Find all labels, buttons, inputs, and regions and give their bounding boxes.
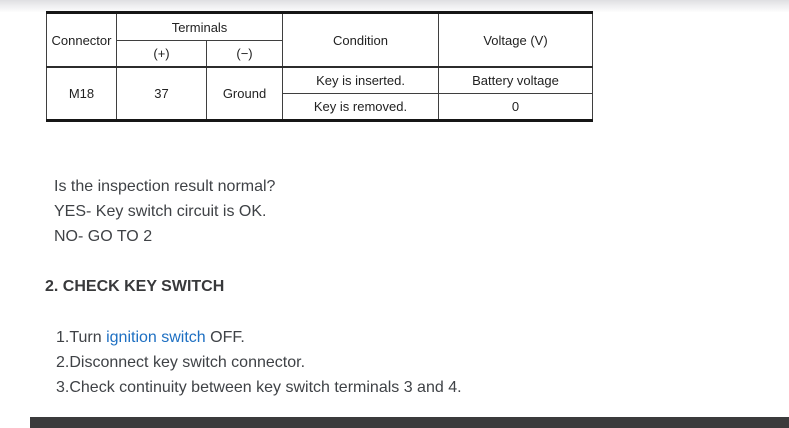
- header-terminal-plus: (+): [116, 40, 207, 68]
- bottom-dark-bar: [30, 417, 789, 428]
- step-1-number: 1.: [56, 329, 70, 346]
- header-terminals: Terminals: [116, 12, 283, 41]
- procedure-steps: 1.Turn ignition switch OFF. 2.Disconnect…: [56, 325, 462, 400]
- ignition-switch-link[interactable]: ignition switch: [106, 329, 206, 346]
- header-voltage: Voltage (V): [438, 12, 593, 68]
- step-3-text: Check continuity between key switch term…: [69, 379, 462, 396]
- header-connector: Connector: [46, 12, 117, 68]
- top-shadow-band: [0, 0, 789, 12]
- step-2: 2.Disconnect key switch connector.: [56, 350, 462, 375]
- cell-terminal-minus: Ground: [206, 66, 283, 121]
- cell-voltage-1: Battery voltage: [438, 66, 593, 94]
- result-no: NO- GO TO 2: [54, 228, 153, 245]
- step-1-text-post: OFF.: [205, 329, 245, 346]
- step-1: 1.Turn ignition switch OFF.: [56, 325, 462, 350]
- header-terminal-minus: (−): [206, 40, 283, 68]
- cell-voltage-2: 0: [438, 93, 593, 121]
- cell-connector: M18: [46, 66, 117, 121]
- result-question: Is the inspection result normal?: [54, 178, 276, 195]
- inspection-result-block: Is the inspection result normal? YES- Ke…: [54, 174, 275, 249]
- step-3: 3.Check continuity between key switch te…: [56, 375, 462, 400]
- voltage-inspection-table: Connector Terminals Condition Voltage (V…: [46, 11, 593, 122]
- table-row: Key is removed. 0: [47, 93, 593, 121]
- cell-condition-2: Key is removed.: [282, 93, 439, 121]
- step-1-text-pre: Turn: [69, 329, 107, 346]
- section-heading: 2. CHECK KEY SWITCH: [45, 278, 225, 295]
- cell-terminal-plus: 37: [116, 66, 207, 121]
- step-2-text: Disconnect key switch connector.: [69, 354, 306, 371]
- table-row: M18 37 Ground Key is inserted. Battery v…: [46, 66, 593, 121]
- result-yes: YES- Key switch circuit is OK.: [54, 203, 267, 220]
- cell-condition-1: Key is inserted.: [282, 66, 439, 94]
- header-condition: Condition: [282, 12, 439, 68]
- step-2-number: 2.: [56, 354, 70, 371]
- step-3-number: 3.: [56, 379, 70, 396]
